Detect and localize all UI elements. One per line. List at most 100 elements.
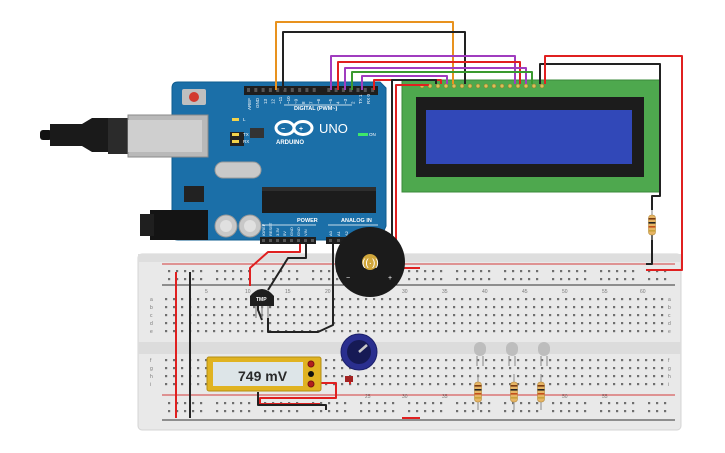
lcd-pin[interactable] <box>507 83 513 89</box>
pin-label: A2 <box>344 230 349 236</box>
lcd-pin[interactable] <box>435 83 441 89</box>
multimeter-terminal[interactable] <box>307 360 315 368</box>
breadboard-center-channel <box>138 342 681 354</box>
wire-black[interactable] <box>257 392 327 410</box>
lcd-pin[interactable] <box>475 83 481 89</box>
sensor-label: TMP <box>256 297 267 303</box>
svg-text:−: − <box>281 126 285 133</box>
wire-red[interactable] <box>395 84 429 267</box>
model-label: UNO <box>319 121 348 136</box>
wire-purple[interactable] <box>344 67 527 90</box>
analog-label: ANALOG IN <box>341 218 372 224</box>
wire-black[interactable] <box>267 244 334 333</box>
led-label: TX <box>243 132 249 137</box>
row-letter: f <box>150 358 152 364</box>
pin-label: 7 <box>309 101 314 104</box>
multimeter-terminal[interactable] <box>307 380 315 388</box>
reset-button-cap[interactable] <box>189 92 199 102</box>
column-number: 10 <box>245 289 251 295</box>
breadboard-holes <box>165 270 667 413</box>
led-l <box>232 118 239 121</box>
lcd-pin[interactable] <box>499 83 505 89</box>
usb-cable[interactable] <box>40 130 52 140</box>
led[interactable] <box>506 342 518 366</box>
lcd-pin[interactable] <box>459 83 465 89</box>
wire-purple[interactable] <box>361 75 448 90</box>
wire-green[interactable] <box>351 71 533 90</box>
temperature-sensor[interactable]: TMP <box>250 289 274 318</box>
power-header[interactable] <box>260 237 316 244</box>
power-label: POWER <box>297 218 318 224</box>
on-label: ON <box>369 132 376 137</box>
pin-label: TX 1 <box>358 94 363 104</box>
row-letter: a <box>668 297 671 303</box>
buzzer-minus-label: − <box>346 275 350 282</box>
lcd-pin[interactable] <box>539 83 545 89</box>
usb-plug[interactable] <box>50 118 108 152</box>
lcd-pin[interactable] <box>467 83 473 89</box>
wire-black[interactable] <box>391 79 437 267</box>
breadboard[interactable]: 5 10 15 20 30 35 40 45 50 55 60 25 30 35… <box>137 253 682 431</box>
breadboard-top-edge <box>138 254 681 262</box>
wire-orange[interactable] <box>275 21 454 90</box>
row-letter: c <box>150 313 153 319</box>
digital-header[interactable] <box>244 86 378 95</box>
wire-purple[interactable] <box>330 55 516 90</box>
svg-text:+: + <box>299 126 303 133</box>
lcd-pin[interactable] <box>523 83 529 89</box>
resistors[interactable] <box>474 210 656 410</box>
column-number: 5 <box>205 289 208 295</box>
potentiometer[interactable] <box>340 333 378 382</box>
pin-label: GND <box>296 227 301 236</box>
lcd-pin[interactable] <box>451 83 457 89</box>
pin-label: GND <box>289 227 294 236</box>
indicator-led <box>345 376 353 382</box>
multimeter-terminal[interactable] <box>308 371 314 377</box>
voltage-regulator <box>184 186 204 202</box>
led[interactable] <box>474 342 486 366</box>
column-number: 30 <box>402 289 408 295</box>
row-letter: g <box>150 366 153 372</box>
column-number: 60 <box>640 289 646 295</box>
column-number: 35 <box>442 289 448 295</box>
lcd-pin[interactable] <box>491 83 497 89</box>
row-letter: d <box>668 321 671 327</box>
buzzer-icon: ((·)) <box>362 258 379 269</box>
lcd-display[interactable] <box>401 79 661 193</box>
buzzer-plus-label: + <box>388 275 392 282</box>
lcd-pin[interactable] <box>531 83 537 89</box>
pin-label: 5V <box>282 231 287 236</box>
crystal-oscillator <box>214 161 262 179</box>
lcd-pin[interactable] <box>443 83 449 89</box>
wires[interactable] <box>175 21 683 419</box>
atmega-chip <box>262 187 376 213</box>
led[interactable] <box>538 342 550 366</box>
column-number: 25 <box>365 394 371 400</box>
pin-label: ~10 <box>286 96 291 104</box>
piezo-buzzer[interactable]: ((·)) − + <box>335 227 405 297</box>
column-number: 20 <box>325 289 331 295</box>
wire-black[interactable] <box>539 63 661 210</box>
wire-black[interactable] <box>282 31 466 90</box>
led-rx <box>232 140 239 143</box>
lcd-pin[interactable] <box>515 83 521 89</box>
led-tx <box>232 133 239 136</box>
led-array[interactable] <box>474 342 550 366</box>
multimeter-reading: 749 mV <box>238 368 288 384</box>
wire-black[interactable] <box>267 244 307 291</box>
multimeter[interactable]: 749 mV <box>206 356 322 392</box>
wire-black[interactable] <box>646 232 653 265</box>
pin-label: VIN <box>303 229 308 236</box>
row-letter: a <box>150 297 153 303</box>
pin-label: IOREF <box>261 223 266 236</box>
pin-label: 4 <box>335 101 340 104</box>
wire-red[interactable] <box>249 244 301 286</box>
pin-label: 8 <box>301 101 306 104</box>
column-number: 55 <box>602 394 608 400</box>
power-jack[interactable] <box>150 210 208 240</box>
lcd-pin[interactable] <box>483 83 489 89</box>
power-led <box>358 133 368 136</box>
wire-red[interactable] <box>544 55 683 271</box>
